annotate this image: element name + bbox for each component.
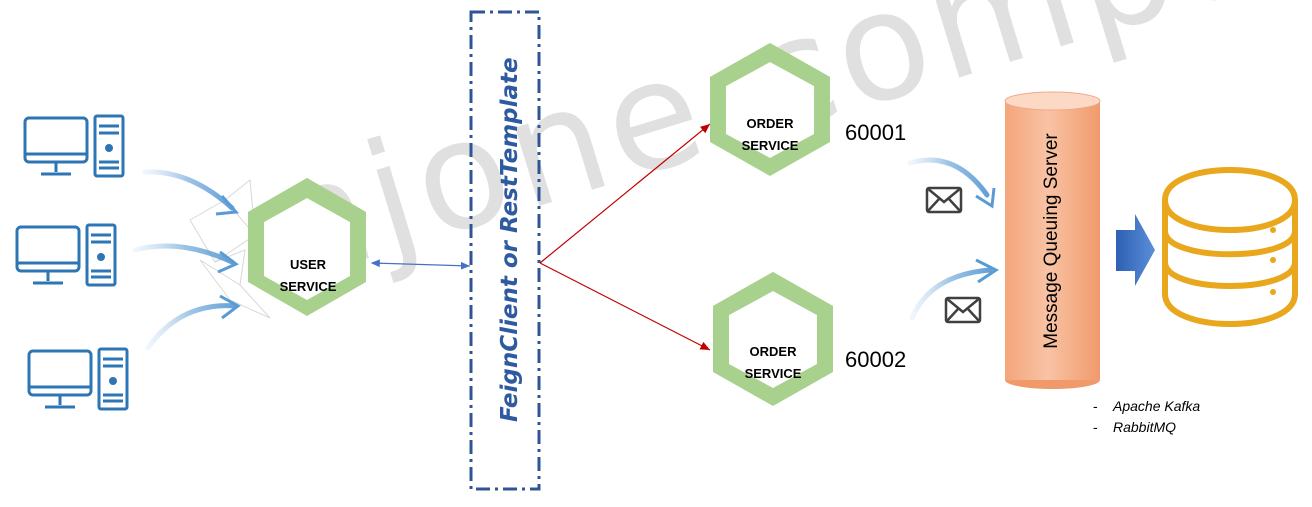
order1-queue-arrow xyxy=(907,157,990,198)
broker-item: -Apache Kafka xyxy=(1093,398,1201,414)
client-flow-arrow xyxy=(142,169,235,211)
desktop-computer-icon xyxy=(23,114,125,178)
order1-queue-arrow-head xyxy=(975,187,996,209)
order-service-node-1 xyxy=(710,43,830,176)
envelope-icon xyxy=(925,186,963,214)
gateway-order1-link xyxy=(539,123,711,264)
broker-list: -Apache Kafka -RabbitMQ xyxy=(1093,396,1200,438)
order-service-1-label: ORDER SERVICE xyxy=(725,113,815,157)
client-flow-arrow-head xyxy=(219,294,241,320)
user-service-label-line1: USER xyxy=(289,257,327,272)
client-flow-arrow xyxy=(132,243,235,265)
gateway-label: FeignClient or RestTemplate xyxy=(497,57,523,422)
queue-db-arrow xyxy=(1116,214,1155,286)
order-service-1-label-line1: ORDER xyxy=(746,116,794,131)
order-service-2-label: ORDER SERVICE xyxy=(728,341,818,385)
database-icon xyxy=(1161,167,1299,327)
desktop-computer-icon xyxy=(15,223,117,287)
broker-name: Apache Kafka xyxy=(1113,398,1201,414)
gateway-order2-link xyxy=(539,262,711,351)
client-flow-arrow-head xyxy=(217,250,239,274)
order2-queue-arrow-head xyxy=(975,258,999,284)
broker-name: RabbitMQ xyxy=(1113,419,1177,435)
order-service-1-port: 60001 xyxy=(845,120,907,145)
order-service-1-label-line2: SERVICE xyxy=(741,138,799,153)
order2-queue-arrow xyxy=(909,267,993,321)
message-queue-label: Message Queuing Server xyxy=(1041,133,1062,349)
order-service-2-label-line1: ORDER xyxy=(749,344,797,359)
envelope-icon xyxy=(944,296,982,324)
desktop-computer-icon xyxy=(27,347,129,411)
broker-item: -RabbitMQ xyxy=(1093,419,1177,435)
user-service-node xyxy=(248,178,366,316)
user-service-label-line2: SERVICE xyxy=(279,279,337,294)
message-queue-cylinder xyxy=(1004,91,1101,389)
user-service-label: USER SERVICE xyxy=(263,254,353,298)
order-service-node-2 xyxy=(713,272,833,406)
client-flow-arrow xyxy=(145,303,239,351)
user-gateway-link xyxy=(370,259,471,270)
client-flow-arrow-head xyxy=(215,195,240,216)
order-service-2-label-line2: SERVICE xyxy=(744,366,802,381)
gateway-box xyxy=(469,10,541,491)
order-service-2-port: 60002 xyxy=(845,347,907,372)
